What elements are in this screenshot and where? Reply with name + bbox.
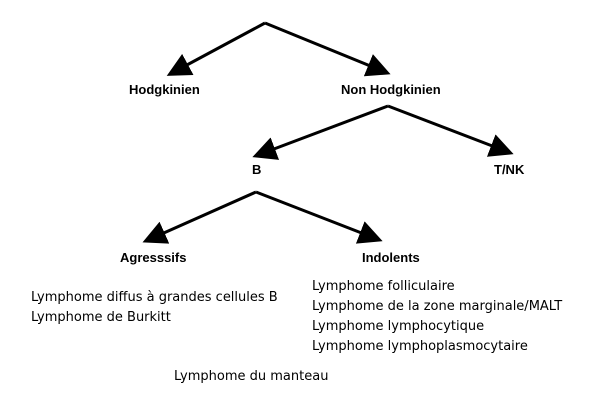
node-agressifs: Agresssifs	[120, 250, 186, 265]
indolents-item: Lymphome folliculaire	[312, 279, 455, 294]
agressifs-item: Lymphome diffus à grandes cellules B	[31, 290, 278, 305]
edge-root-to-hodgkinien	[166, 21, 266, 76]
node-indolents: Indolents	[362, 250, 420, 265]
other-lymphoma-label: Lymphome du manteau	[174, 369, 328, 384]
edge-b-to-indolents	[255, 190, 383, 244]
edge-non-hodgkinien-to-b	[252, 104, 389, 160]
agressifs-item: Lymphome de Burkitt	[31, 310, 171, 325]
indolents-item: Lymphome de la zone marginale/MALT	[312, 299, 562, 314]
edge-b-to-agressifs	[142, 190, 257, 244]
node-non-hodgkinien: Non Hodgkinien	[341, 82, 441, 97]
indolents-item: Lymphome lymphocytique	[312, 319, 484, 334]
node-b: B	[252, 162, 261, 177]
edge-root-to-non-hodgkinien	[264, 21, 391, 77]
indolents-item: Lymphome lymphoplasmocytaire	[312, 339, 528, 354]
edge-non-hodgkinien-to-tnk	[387, 104, 514, 157]
node-tnk: T/NK	[494, 162, 525, 177]
node-hodgkinien: Hodgkinien	[129, 82, 200, 97]
